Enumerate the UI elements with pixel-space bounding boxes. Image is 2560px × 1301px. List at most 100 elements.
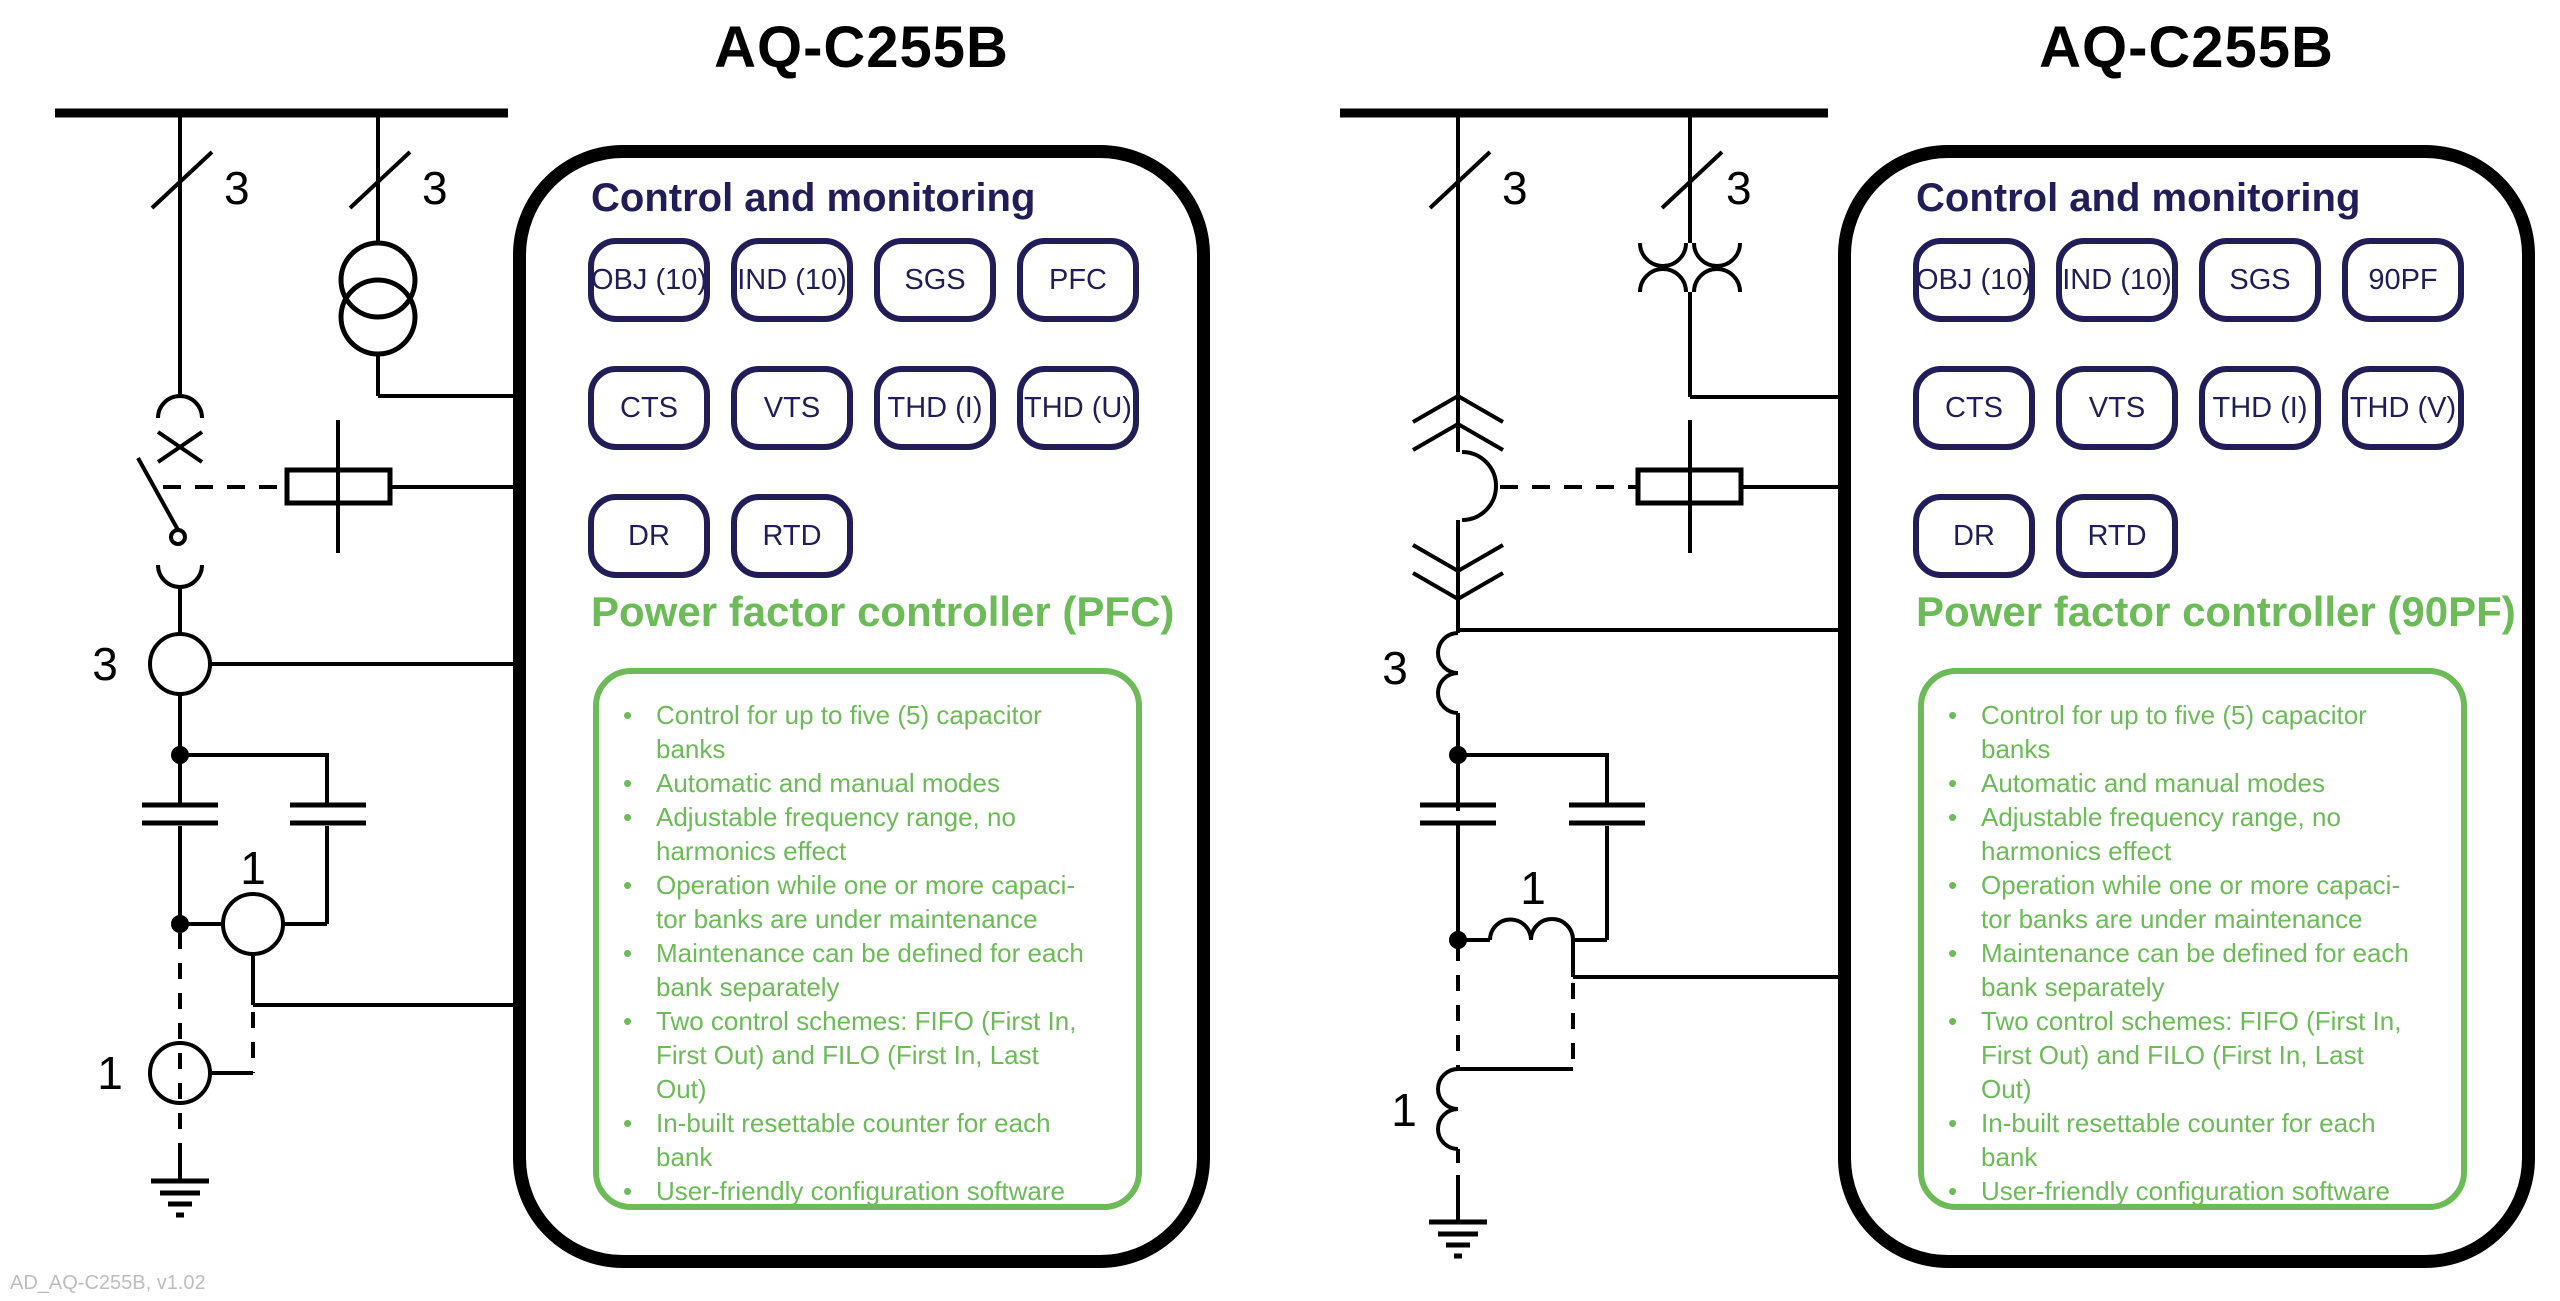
section-title: Control and monitoring: [1916, 176, 2361, 220]
section-title: Control and monitoring: [591, 176, 1036, 220]
branch-ct-icon: [221, 892, 285, 956]
list-item: •Two control schemes: FIFO (First In,Fir…: [599, 1004, 1126, 1106]
branch-ct-coil-icon: [1458, 917, 1607, 942]
breaker-icon: [136, 394, 204, 634]
branch-wire: [180, 753, 329, 805]
branch-ct-link: [251, 954, 513, 1007]
badge-sgs: SGS: [874, 238, 996, 322]
tail-count-label: 1: [1391, 1084, 1417, 1136]
meter-count-label: 3: [92, 638, 118, 690]
bullet-icon: •: [1948, 938, 1958, 968]
spec-panel-right: Control and monitoring OBJ (10) IND (10)…: [1838, 145, 2535, 1268]
feature-badges: OBJ (10) IND (10) SGS PFC CTS VTS THD (I…: [588, 238, 1154, 578]
bullet-icon: •: [1948, 802, 1958, 832]
bullet-icon: •: [623, 938, 633, 968]
document-version-note: AD_AQ-C255B, v1.02: [10, 1272, 206, 1294]
bullet-icon: •: [623, 1006, 633, 1036]
bullet-icon: •: [623, 802, 633, 832]
phase-count-label: 3: [224, 162, 250, 214]
badge-thd-i: THD (I): [874, 366, 996, 450]
list-item: •Automatic and manual modes: [1924, 766, 2451, 800]
ground-icon: [151, 1178, 209, 1218]
branch-count-label: 1: [1520, 862, 1546, 914]
badge-vts: VTS: [731, 366, 853, 450]
phase-count-label: 3: [422, 162, 448, 214]
badge-sgs: SGS: [2199, 238, 2321, 322]
bullet-icon: •: [1948, 1176, 1958, 1206]
winding-transformer-icon: [1638, 242, 1742, 293]
branch-wire: [1458, 753, 1609, 805]
capacitor-leads: [178, 755, 329, 924]
branch-ct-link: [1571, 940, 1838, 979]
capacitor-icon: [1420, 802, 1645, 826]
branch-count-label: 1: [240, 842, 266, 894]
transformer-icon: [338, 240, 418, 357]
vt-link: [1688, 292, 1838, 399]
meter-count-label: 3: [1382, 642, 1408, 694]
list-item: •Two control schemes: FIFO (First In,Fir…: [1924, 1004, 2451, 1106]
bullet-icon: •: [1948, 768, 1958, 798]
left-diagram: 3 3 3 1 1: [55, 108, 513, 1218]
badge-cts: CTS: [1913, 366, 2035, 450]
bullet-icon: •: [623, 1176, 633, 1206]
pfc-section-title: Power factor controller (PFC): [591, 588, 1175, 635]
badge-pfc: PFC: [1017, 238, 1139, 322]
phase-count-label: 3: [1502, 162, 1528, 214]
capacitor-icon: [142, 802, 366, 826]
list-item: •User-friendly configuration software: [1924, 1174, 2451, 1208]
list-item: •Automatic and manual modes: [599, 766, 1126, 800]
badge-rtd: RTD: [731, 494, 853, 578]
bullet-icon: •: [623, 870, 633, 900]
phase-slash-icon: [348, 150, 412, 210]
bullet-icon: •: [1948, 870, 1958, 900]
tail-ct-icon: [148, 1041, 212, 1105]
device-title-left: AQ-C255B: [714, 15, 1009, 80]
tail-ct-coil-icon: [1436, 1067, 1459, 1151]
badge-dr: DR: [588, 494, 710, 578]
feature-badges: OBJ (10) IND (10) SGS 90PF CTS VTS THD (…: [1913, 238, 2479, 578]
badge-rtd: RTD: [2056, 494, 2178, 578]
badge-thd-u: THD (U): [1017, 366, 1139, 450]
phase-slash-icon: [1428, 150, 1492, 210]
pfc-section-title: Power factor controller (90PF): [1916, 588, 2516, 635]
phase-count-label: 3: [1726, 162, 1752, 214]
badge-ind: IND (10): [731, 238, 853, 322]
phase-slash-icon: [150, 150, 214, 210]
phase-slash-icon: [1660, 150, 1724, 210]
bullet-icon: •: [623, 1108, 633, 1138]
badge-obj: OBJ (10): [588, 238, 710, 322]
right-diagram: 3 3 3 1 1: [1340, 108, 1838, 1259]
drawout-breaker-icon: [1411, 393, 1505, 633]
bullet-icon: •: [1948, 1006, 1958, 1036]
bullet-icon: •: [623, 768, 633, 798]
device-title-right: AQ-C255B: [2039, 15, 2334, 80]
badge-90pf: 90PF: [2342, 238, 2464, 322]
spec-panel-left: Control and monitoring OBJ (10) IND (10)…: [513, 145, 1210, 1268]
list-item: •Operation while one or more capaci-tor …: [1924, 868, 2451, 936]
bullet-icon: •: [1948, 1108, 1958, 1138]
ground-icon: [1429, 1219, 1487, 1259]
badge-thd-i: THD (I): [2199, 366, 2321, 450]
badge-obj: OBJ (10): [1913, 238, 2035, 322]
meter-circle-icon: [148, 632, 212, 696]
badge-dr: DR: [1913, 494, 2035, 578]
tail-count-label: 1: [97, 1047, 123, 1099]
list-item: •User-friendly configuration software: [599, 1174, 1126, 1208]
badge-thd-v: THD (V): [2342, 366, 2464, 450]
bullet-icon: •: [1948, 700, 1958, 730]
list-item: •Operation while one or more capaci-tor …: [599, 868, 1126, 936]
bullet-icon: •: [623, 700, 633, 730]
vt-link: [376, 354, 513, 398]
badge-cts: CTS: [588, 366, 710, 450]
